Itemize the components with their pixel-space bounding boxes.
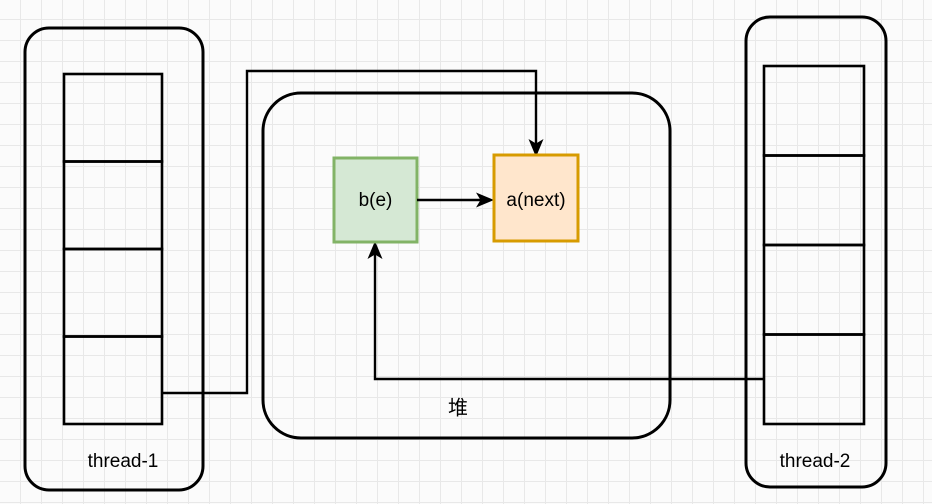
thread-2-frame-1[interactable] — [762, 64, 866, 157]
thread-2-frame-3[interactable] — [762, 243, 866, 336]
heap-object-b[interactable]: b(e) — [332, 156, 419, 244]
heap-container[interactable] — [261, 91, 672, 440]
thread-2-stack[interactable] — [762, 64, 866, 426]
heap-group[interactable]: 堆 — [261, 91, 672, 440]
thread-1-frame-1[interactable] — [62, 72, 164, 163]
connector-thread2-to-b[interactable] — [367, 241, 765, 381]
thread-1-frame-2[interactable] — [62, 160, 164, 251]
thread-2-group[interactable]: thread-2 — [744, 15, 888, 489]
thread-1-label: thread-1 — [88, 451, 159, 472]
thread-1-frame-3[interactable] — [62, 247, 164, 338]
thread-1-stack[interactable] — [62, 72, 164, 426]
thread-2-container[interactable] — [744, 15, 888, 489]
connector-b-to-a-arrowhead — [476, 192, 494, 208]
connector-thread1-to-a-path — [162, 69, 538, 395]
heap-object-a-label: a(next) — [506, 190, 565, 211]
thread-2-frame-4[interactable] — [762, 333, 866, 426]
heap-object-a-box[interactable] — [492, 153, 580, 243]
connector-thread2-to-b-arrowhead — [367, 241, 383, 259]
connector-b-to-a[interactable] — [417, 192, 494, 208]
thread-2-frame-2[interactable] — [762, 154, 866, 247]
heap-label: 堆 — [448, 396, 468, 420]
heap-object-b-label: b(e) — [359, 190, 393, 211]
heap-object-b-box[interactable] — [332, 156, 419, 244]
connector-thread1-to-a[interactable] — [162, 69, 544, 395]
thread-1-group[interactable]: thread-1 — [23, 26, 205, 492]
connector-thread2-to-b-path — [373, 252, 764, 381]
connector-thread1-to-a-arrowhead — [528, 139, 544, 157]
heap-object-a[interactable]: a(next) — [492, 153, 580, 243]
thread-2-label: thread-2 — [780, 451, 851, 472]
thread-1-container[interactable] — [23, 26, 205, 492]
thread-1-frame-4[interactable] — [62, 335, 164, 426]
